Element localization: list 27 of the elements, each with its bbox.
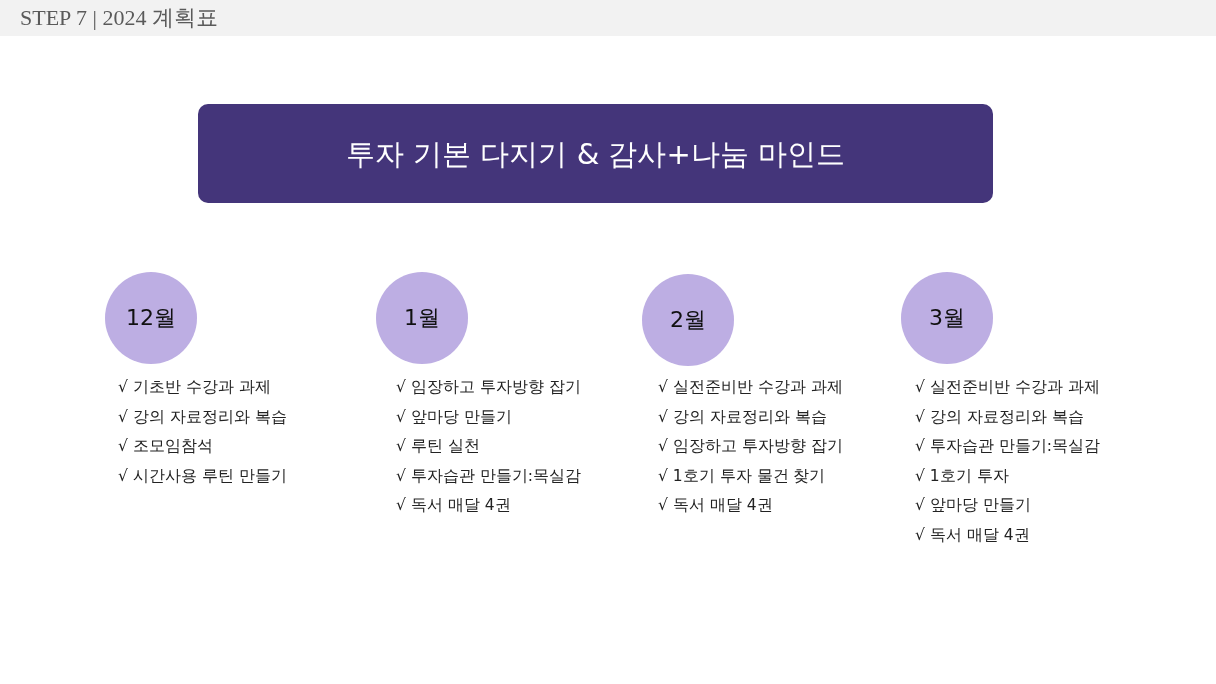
month-label: 1월 xyxy=(404,304,440,332)
task-item: √ 투자습관 만들기:목실감 xyxy=(396,465,581,487)
task-item: √ 앞마당 만들기 xyxy=(396,406,513,428)
task-item: √ 1호기 투자 xyxy=(915,465,1010,487)
task-item: √ 실전준비반 수강과 과제 xyxy=(915,377,1100,398)
task-item: √ 루틴 실천 xyxy=(396,436,481,457)
title-banner xyxy=(198,104,993,203)
task-item: √ 독서 매달 4권 xyxy=(915,524,1031,546)
task-item: √ 시간사용 루틴 만들기 xyxy=(118,465,287,487)
month-label: 12월 xyxy=(126,304,176,332)
month-label: 3월 xyxy=(929,304,965,332)
task-item: √ 독서 매달 4권 xyxy=(396,495,512,516)
task-item: √ 1호기 투자 물건 찾기 xyxy=(658,465,827,487)
task-item: √ 임장하고 투자방향 잡기 xyxy=(396,377,581,398)
task-item: √ 앞마당 만들기 xyxy=(915,495,1032,516)
task-item: √ 기초반 수강과 과제 xyxy=(118,377,272,398)
page-title: STEP 7 | 2024 계획표 xyxy=(20,4,218,32)
banner-heading: 투자 기본 다지기 & 감사+나눔 마인드 xyxy=(346,135,845,172)
month-label: 2월 xyxy=(670,306,706,334)
task-item: √ 강의 자료정리와 복습 xyxy=(915,406,1085,428)
task-item: √ 투자습관 만들기:목실감 xyxy=(915,436,1100,457)
task-item: √ 강의 자료정리와 복습 xyxy=(118,406,287,428)
task-item: √ 조모임참석 xyxy=(118,436,214,457)
task-item: √ 실전준비반 수강과 과제 xyxy=(658,377,843,398)
task-item: √ 임장하고 투자방향 잡기 xyxy=(658,436,843,457)
task-item: √ 독서 매달 4권 xyxy=(658,495,774,516)
task-item: √ 강의 자료정리와 복습 xyxy=(658,406,828,428)
